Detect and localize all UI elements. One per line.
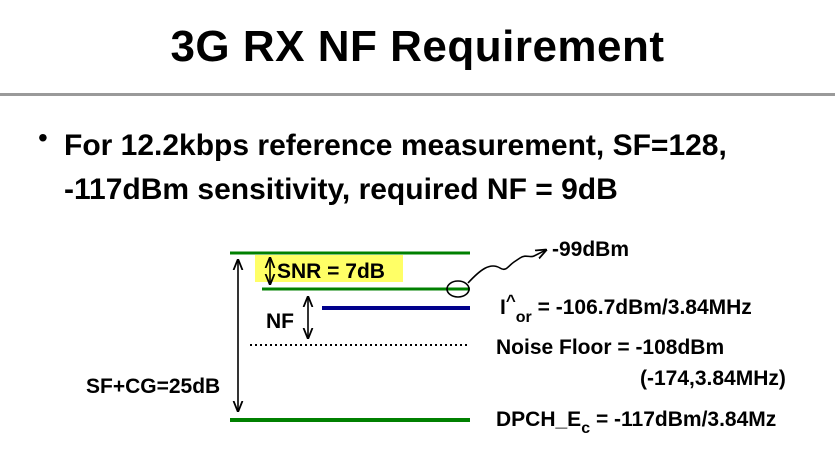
page-title: 3G RX NF Requirement [170,22,665,71]
level-99-label: -99dBm [552,238,629,261]
callout-ellipse [446,280,470,298]
snr-highlight [255,255,403,282]
dpch-sub: c [581,420,590,437]
ior-main: I [500,296,506,319]
dpch-label: DPCH_Ec = -117dBm/3.84Mz [496,408,776,437]
bullet-text: For 12.2kbps reference measurement, SF=1… [64,129,727,206]
callout-squiggle [467,250,546,284]
noise-floor-line1: Noise Floor = -108dBm [496,336,724,359]
dpch-main: DPCH_E [496,408,581,431]
sf-cg-label: SF+CG=25dB [86,375,220,398]
bullet-dot: • [38,122,48,153]
noise-floor-line2: (-174,3.84MHz) [640,367,786,390]
ior-hat: ^ [506,291,516,310]
ior-label: I^or = -106.7dBm/3.84MHz [500,291,752,326]
ior-value: = -106.7dBm/3.84MHz [532,296,752,319]
title-divider [0,93,835,96]
nf-label: NF [266,310,294,333]
dpch-value: = -117dBm/3.84Mz [590,408,776,431]
ior-sub: or [516,309,532,326]
snr-label: SNR = 7dB [277,260,385,283]
